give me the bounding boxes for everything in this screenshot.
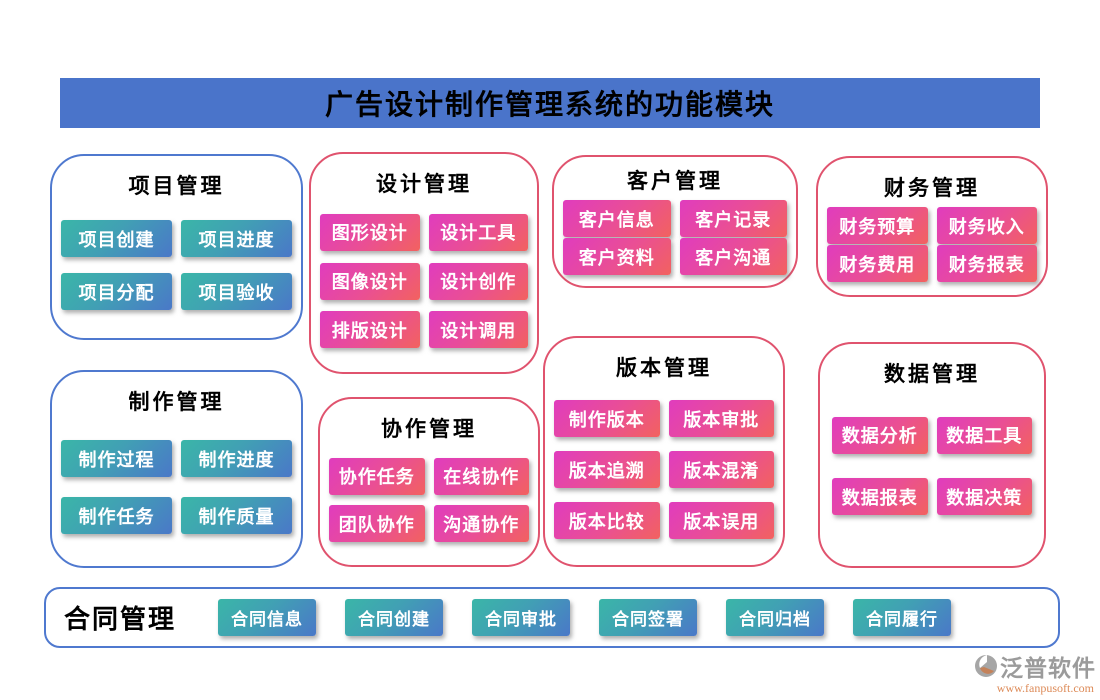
module-project-management: 项目管理 项目创建项目进度项目分配项目验收 [50, 154, 303, 340]
module-button[interactable]: 项目创建 [61, 220, 172, 257]
fanpu-logo: 泛普软件 www.fanpusoft.com [934, 649, 1096, 696]
module-collaboration-management: 协作管理 协作任务在线协作团队协作沟通协作 [318, 397, 540, 567]
module-title: 版本管理 [616, 356, 712, 380]
module-button[interactable]: 版本审批 [668, 400, 774, 437]
module-button[interactable]: 项目进度 [181, 220, 292, 257]
module-button-grid: 财务预算财务收入财务费用财务报表 [818, 202, 1046, 295]
module-button[interactable]: 图像设计 [320, 262, 420, 300]
fanpu-logo-row: 泛普软件 [934, 649, 1096, 683]
title-banner: 广告设计制作管理系统的功能模块 [60, 78, 1040, 128]
module-button[interactable]: 数据报表 [832, 478, 928, 516]
module-button[interactable]: 客户记录 [679, 200, 787, 237]
module-button-grid: 协作任务在线协作团队协作沟通协作 [320, 443, 538, 565]
module-button[interactable]: 制作质量 [181, 497, 292, 534]
module-title: 数据管理 [884, 362, 980, 386]
module-button[interactable]: 版本追溯 [554, 451, 660, 488]
module-button[interactable]: 沟通协作 [433, 505, 529, 543]
brand-url[interactable]: www.fanpusoft.com [996, 681, 1094, 695]
module-button[interactable]: 协作任务 [329, 457, 425, 495]
module-button[interactable]: 数据工具 [936, 416, 1032, 454]
module-button[interactable]: 合同审批 [472, 599, 571, 636]
module-button[interactable]: 制作任务 [61, 497, 172, 534]
module-button[interactable]: 版本误用 [668, 502, 774, 539]
module-version-management: 版本管理 制作版本版本审批版本追溯版本混淆版本比较版本误用 [543, 336, 785, 567]
module-button[interactable]: 合同履行 [853, 599, 952, 636]
module-button-grid: 制作版本版本审批版本追溯版本混淆版本比较版本误用 [545, 382, 783, 565]
module-button[interactable]: 设计工具 [428, 213, 528, 251]
module-button[interactable]: 客户资料 [563, 238, 671, 275]
module-button[interactable]: 财务报表 [936, 245, 1037, 282]
module-title: 协作管理 [381, 417, 477, 441]
module-button[interactable]: 合同签署 [599, 599, 698, 636]
module-button[interactable]: 数据决策 [936, 478, 1032, 516]
module-button[interactable]: 合同信息 [218, 599, 317, 636]
module-title: 制作管理 [128, 390, 225, 414]
module-title: 财务管理 [884, 176, 980, 200]
module-button[interactable]: 客户沟通 [679, 238, 787, 275]
module-button[interactable]: 设计创作 [428, 262, 528, 300]
module-button-grid: 项目创建项目进度项目分配项目验收 [52, 200, 301, 338]
module-button[interactable]: 项目验收 [181, 273, 292, 310]
module-title: 项目管理 [128, 174, 225, 198]
module-button-grid: 数据分析数据工具数据报表数据决策 [820, 388, 1044, 566]
module-button[interactable]: 财务收入 [936, 207, 1037, 244]
module-button[interactable]: 制作过程 [61, 440, 172, 477]
module-data-management: 数据管理 数据分析数据工具数据报表数据决策 [818, 342, 1046, 568]
module-button-grid: 客户信息客户记录客户资料客户沟通 [554, 195, 796, 286]
module-design-management: 设计管理 图形设计设计工具图像设计设计创作排版设计设计调用 [309, 152, 539, 374]
contract-management-bar: 合同管理 合同信息合同创建合同审批合同签署合同归档合同履行 [44, 587, 1060, 648]
module-button[interactable]: 客户信息 [563, 200, 671, 237]
fanpu-logo-icon [974, 654, 998, 678]
module-button[interactable]: 图形设计 [320, 213, 420, 251]
module-button[interactable]: 数据分析 [832, 416, 928, 454]
module-button[interactable]: 合同归档 [726, 599, 825, 636]
module-button-grid: 制作过程制作进度制作任务制作质量 [52, 416, 301, 566]
module-button[interactable]: 设计调用 [428, 311, 528, 349]
module-customer-management: 客户管理 客户信息客户记录客户资料客户沟通 [552, 155, 798, 288]
module-button[interactable]: 项目分配 [61, 273, 172, 310]
module-button[interactable]: 版本比较 [554, 502, 660, 539]
module-button[interactable]: 版本混淆 [668, 451, 774, 488]
module-button-grid: 图形设计设计工具图像设计设计创作排版设计设计调用 [311, 198, 537, 372]
module-button[interactable]: 制作版本 [554, 400, 660, 437]
module-production-management: 制作管理 制作过程制作进度制作任务制作质量 [50, 370, 303, 568]
module-button[interactable]: 团队协作 [329, 505, 425, 543]
page-title: 广告设计制作管理系统的功能模块 [324, 90, 775, 121]
module-button[interactable]: 制作进度 [181, 440, 292, 477]
module-title: 客户管理 [627, 169, 723, 193]
module-button[interactable]: 财务费用 [827, 245, 928, 282]
module-button[interactable]: 在线协作 [433, 457, 529, 495]
module-button[interactable]: 排版设计 [320, 311, 420, 349]
module-title: 设计管理 [376, 172, 472, 196]
brand-name: 泛普软件 [1000, 656, 1096, 681]
module-button[interactable]: 财务预算 [827, 207, 928, 244]
contract-button-row: 合同信息合同创建合同审批合同签署合同归档合同履行 [218, 599, 952, 636]
module-button[interactable]: 合同创建 [345, 599, 444, 636]
contract-bar-title: 合同管理 [64, 605, 177, 634]
module-finance-management: 财务管理 财务预算财务收入财务费用财务报表 [816, 156, 1048, 297]
